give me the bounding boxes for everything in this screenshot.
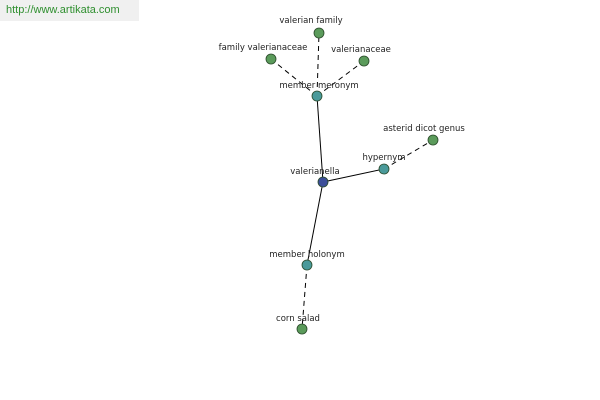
label-member-meronym: member meronym xyxy=(279,81,358,91)
edges-layer xyxy=(270,32,434,330)
label-member-holonym: member holonym xyxy=(269,250,344,260)
label-family-valerianaceae: family valerianaceae xyxy=(219,43,308,53)
edge-member-meronym-to-valerianaceae xyxy=(316,60,365,97)
edge-valerianella-to-member-meronym xyxy=(316,95,324,183)
label-asterid-dicot-genus: asterid dicot genus xyxy=(383,124,465,134)
edge-member-holonym-to-corn-salad xyxy=(301,264,308,330)
edge-valerianella-to-hypernym xyxy=(322,168,385,183)
label-valerian-family: valerian family xyxy=(279,16,342,26)
label-hypernym: hypernym xyxy=(362,153,405,163)
node-valerianaceae[interactable] xyxy=(358,55,370,67)
node-hypernym[interactable] xyxy=(378,163,390,175)
node-corn-salad[interactable] xyxy=(296,323,308,335)
watermark-url: http://www.artikata.com xyxy=(0,0,139,21)
node-valerianella[interactable] xyxy=(317,176,329,188)
node-family-valerianaceae[interactable] xyxy=(265,53,277,65)
nodes-layer xyxy=(265,27,439,335)
edge-member-meronym-to-family-valerianaceae xyxy=(270,58,318,97)
node-member-holonym[interactable] xyxy=(301,259,313,271)
edge-hypernym-to-asterid-dicot-genus xyxy=(383,139,434,170)
node-asterid-dicot-genus[interactable] xyxy=(427,134,439,146)
node-valerian-family[interactable] xyxy=(313,27,325,39)
labels-layer: valerian family family valerianaceae valer… xyxy=(219,16,466,324)
label-valerianaceae: valerianaceae xyxy=(331,45,391,55)
label-corn-salad: corn salad xyxy=(276,314,320,324)
edge-member-meronym-to-valerian-family xyxy=(316,32,320,97)
edge-valerianella-to-member-holonym xyxy=(306,181,324,266)
node-member-meronym[interactable] xyxy=(311,90,323,102)
label-valerianella: valerianella xyxy=(290,167,339,177)
